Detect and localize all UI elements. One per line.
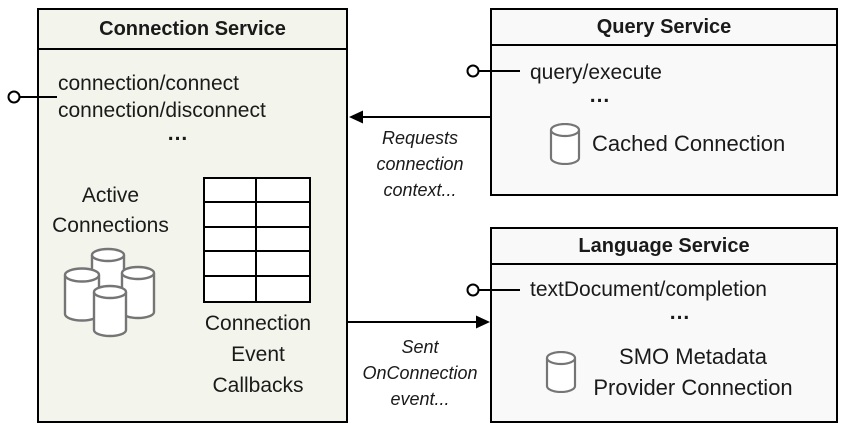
cached-connection-label: Cached Connection xyxy=(592,131,786,156)
method-connection-disconnect: connection/disconnect xyxy=(58,99,266,122)
smo-metadata-provider-connection-label: SMO Metadata Provider Connection xyxy=(593,344,793,400)
connection-event-callbacks-label: Connection Event Callbacks xyxy=(204,312,312,397)
requests-arrow xyxy=(349,110,490,124)
method-textdocument-completion: textDocument/completion xyxy=(530,278,767,301)
language-service-title: Language Service xyxy=(492,229,836,265)
language-service-box: Language Service xyxy=(490,227,838,423)
query-methods-ellipsis: ... xyxy=(589,84,611,107)
method-query-execute: query/execute xyxy=(530,61,662,84)
database-cluster-icon xyxy=(63,247,156,338)
connection-service-title: Connection Service xyxy=(39,10,346,50)
sent-onconnection-event-label: Sent OnConnection event... xyxy=(362,337,478,409)
query-service-methods: query/execute ... xyxy=(530,59,670,106)
requests-connection-context-label: Requests connection context... xyxy=(376,128,464,200)
methods-ellipsis: ... xyxy=(167,122,189,145)
database-icon xyxy=(545,351,577,393)
language-methods-ellipsis: ... xyxy=(669,301,691,324)
query-service-title: Query Service xyxy=(492,10,836,46)
sent-arrow xyxy=(348,315,490,329)
method-connection-connect: connection/connect xyxy=(58,72,239,95)
database-icon xyxy=(549,123,581,165)
callbacks-table-graphic xyxy=(203,177,311,303)
active-connections-label: Active Connections xyxy=(52,184,169,237)
query-service-box: Query Service xyxy=(490,8,838,196)
language-service-methods: textDocument/completion ... xyxy=(530,276,830,323)
connection-service-methods: connection/connect connection/disconnect… xyxy=(58,70,298,144)
